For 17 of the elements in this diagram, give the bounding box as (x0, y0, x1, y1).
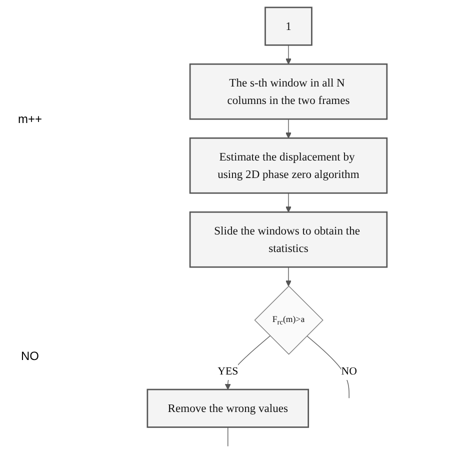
edge-label: NO (341, 366, 357, 378)
arrow (285, 44, 292, 64)
node-box: The s-th window in all N columns in the two frames (189, 63, 388, 120)
arrow (285, 266, 292, 286)
connector (227, 426, 228, 447)
node-diamond: F$_{rc}$(m)>a (254, 286, 324, 355)
arrow (285, 192, 292, 212)
node-box: 1 (264, 6, 312, 46)
connector (306, 336, 350, 398)
node-box: Estimate the displacement by using 2D phase zero algorithm (189, 137, 388, 194)
arrow (285, 118, 292, 138)
node-box: Remove the wrong values (146, 388, 309, 428)
arrow (224, 336, 270, 390)
edge-label: YES (217, 366, 238, 378)
flow-label: m++ (18, 112, 42, 126)
flow-label: NO (21, 348, 39, 362)
node-box: Slide the windows to obtain the statistics (189, 211, 388, 268)
